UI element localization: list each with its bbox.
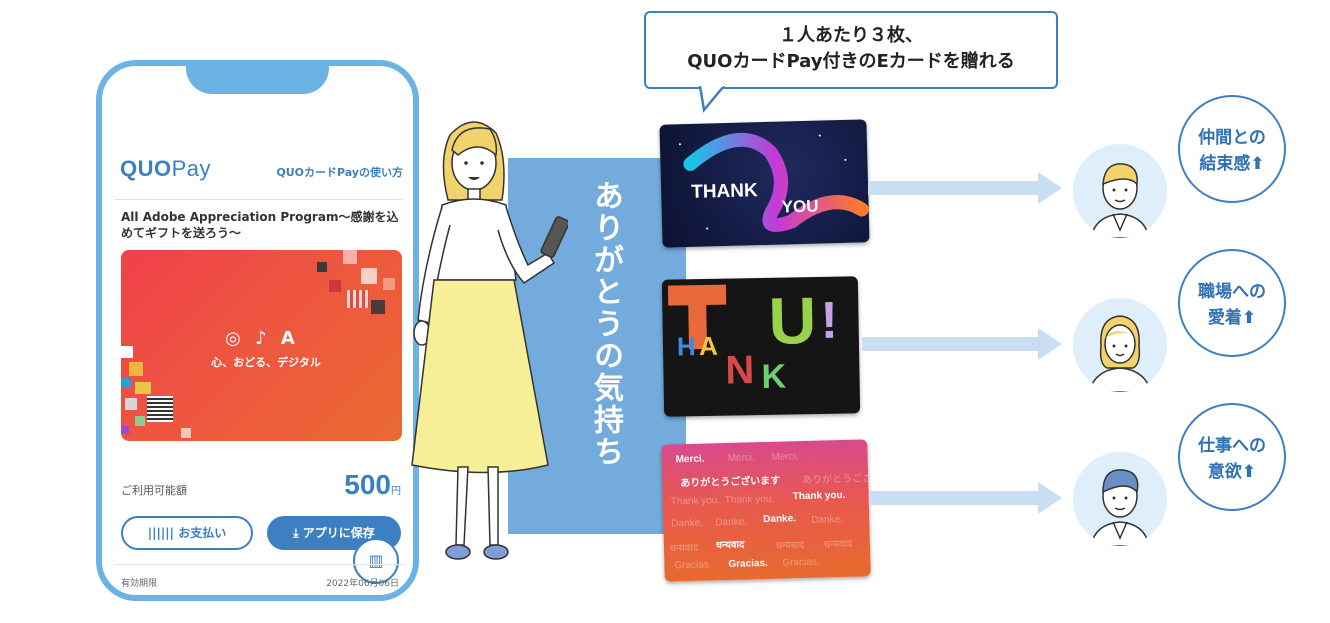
pay-button[interactable]: |||||| お支払い	[121, 516, 253, 550]
card3-merci-faded: Merci.	[727, 452, 755, 464]
arrow-right-icon	[870, 482, 1062, 514]
available-amount: 500	[344, 469, 391, 500]
currency-unit: 円	[391, 486, 401, 497]
pixel-decoration	[329, 280, 341, 292]
card1-word2: YOU	[781, 196, 819, 217]
card3-dhanyavad-faded: धन्यवाद	[775, 540, 805, 552]
thank-you-card-2: H A N K U !	[661, 276, 861, 417]
benefit-bubble-2: 職場への 愛着⬆	[1178, 249, 1286, 357]
card3-thanks-faded: Thank you.	[724, 493, 775, 507]
letter-a: A	[698, 330, 719, 362]
thank-you-card-3: Merci. Merci. Merci. ありがとうございます ありがとうござい…	[661, 439, 871, 582]
pixel-decoration	[121, 426, 129, 434]
phone-mockup: QUOPay QUOカードPayの使い方 All Adobe Appreciat…	[96, 60, 419, 601]
available-amount-label: ご利用可能額	[121, 484, 187, 497]
pixel-decoration	[361, 268, 377, 284]
benefit-bubble-1: 仲間との 結束感⬆	[1178, 95, 1286, 203]
expiry-date: 2022年06月06日	[326, 579, 399, 589]
pixel-decoration	[343, 250, 357, 264]
man-illustration	[1090, 469, 1150, 546]
card3-danke: Danke.	[763, 513, 797, 526]
bubble-tail	[698, 86, 725, 113]
letter-h: H	[676, 331, 697, 362]
thanks-band	[508, 158, 686, 534]
bubble-line1: １人あたり３枚、	[779, 25, 923, 46]
pixel-decoration	[383, 278, 395, 290]
person-avatar-3	[1073, 452, 1167, 546]
card3-thanks-faded: Thank you.	[670, 495, 721, 508]
divider	[114, 199, 404, 200]
card-tagline: 心、おどる、デジタル	[211, 356, 321, 369]
howto-link[interactable]: QUOカードPayの使い方	[276, 166, 403, 179]
program-title: All Adobe Appreciation Program〜感謝を込めてギフト…	[121, 210, 399, 240]
card3-arigatou-faded: ありがとうございます	[802, 472, 871, 487]
pixel-decoration	[121, 346, 133, 358]
card3-merci-faded: Merci.	[771, 451, 799, 463]
pixel-decoration	[135, 382, 151, 394]
card3-danke-faded: Danke.	[671, 517, 704, 530]
speech-bubble: １人あたり３枚、 QUOカードPay付きのEカードを贈れる	[644, 11, 1058, 89]
expiry-label: 有効期限	[121, 579, 158, 589]
card3-arigatou: ありがとうございます	[680, 475, 781, 490]
benefit-line2: 愛着⬆	[1207, 308, 1257, 328]
letter-exclaim: !	[820, 291, 839, 350]
man-illustration	[1090, 163, 1150, 238]
phone-notch	[186, 66, 329, 94]
card3-gracias-faded: Gracias.	[674, 559, 712, 572]
pixel-decoration	[121, 378, 131, 388]
pixel-decoration	[147, 396, 173, 422]
card3-thanks: Thank you.	[792, 489, 846, 503]
adobe-app-icons: ◎ ♪ A	[225, 328, 299, 349]
letter-k: K	[761, 357, 787, 396]
gift-card-image: ◎ ♪ A 心、おどる、デジタル	[121, 250, 402, 441]
benefit-line1: 仕事への	[1198, 436, 1266, 456]
woman-avatar-illustration	[1088, 315, 1152, 392]
letter-u: U	[767, 283, 817, 358]
thank-you-card-1: THANK YOU	[659, 119, 870, 248]
letter-n: N	[725, 348, 755, 393]
woman-illustration	[411, 121, 568, 560]
card3-danke-faded: Danke.	[715, 516, 748, 529]
card3-dhanyavad-faded: धन्यवाद	[823, 538, 853, 551]
card1-word1: THANK	[690, 180, 758, 203]
pixel-decoration	[181, 428, 191, 438]
benefit-bubble-3: 仕事への 意欲⬆	[1178, 403, 1286, 511]
pixel-decoration	[317, 262, 327, 272]
card3-gracias-faded: Gracias.	[782, 556, 820, 569]
ribbon-graphic	[678, 132, 869, 233]
card3-gracias: Gracias.	[728, 557, 769, 571]
benefit-line1: 職場への	[1198, 282, 1266, 302]
benefit-line1: 仲間との	[1198, 128, 1266, 148]
card3-danke-faded: Danke.	[811, 513, 844, 526]
quopay-logo: QUOPay	[120, 156, 212, 181]
card3-dhanyavad-faded: धन्यवाद	[669, 542, 699, 555]
card3-merci: Merci.	[675, 453, 705, 466]
person-avatar-2	[1073, 298, 1167, 392]
barcode-icon: ▥	[368, 551, 384, 570]
pixel-decoration	[135, 416, 145, 426]
band-text: ありがとうの気持ち	[588, 180, 623, 468]
barcode-icon: ||||||	[147, 526, 179, 540]
card3-dhanyavad: धन्यवाद	[715, 539, 745, 552]
pixel-decoration	[129, 362, 143, 376]
pixel-decoration	[347, 290, 369, 308]
person-avatar-1	[1073, 144, 1167, 238]
bubble-line2: QUOカードPay付きのEカードを贈れる	[687, 51, 1015, 72]
pixel-decoration	[125, 398, 137, 410]
barcode-fab[interactable]: ▥	[353, 538, 399, 584]
arrow-right-icon	[868, 172, 1062, 204]
pixel-decoration	[371, 300, 385, 314]
divider	[114, 564, 404, 565]
arrow-right-icon	[862, 328, 1062, 360]
download-icon: ⤓	[293, 526, 303, 540]
benefit-line2: 結束感⬆	[1199, 154, 1265, 174]
benefit-line2: 意欲⬆	[1207, 462, 1257, 482]
